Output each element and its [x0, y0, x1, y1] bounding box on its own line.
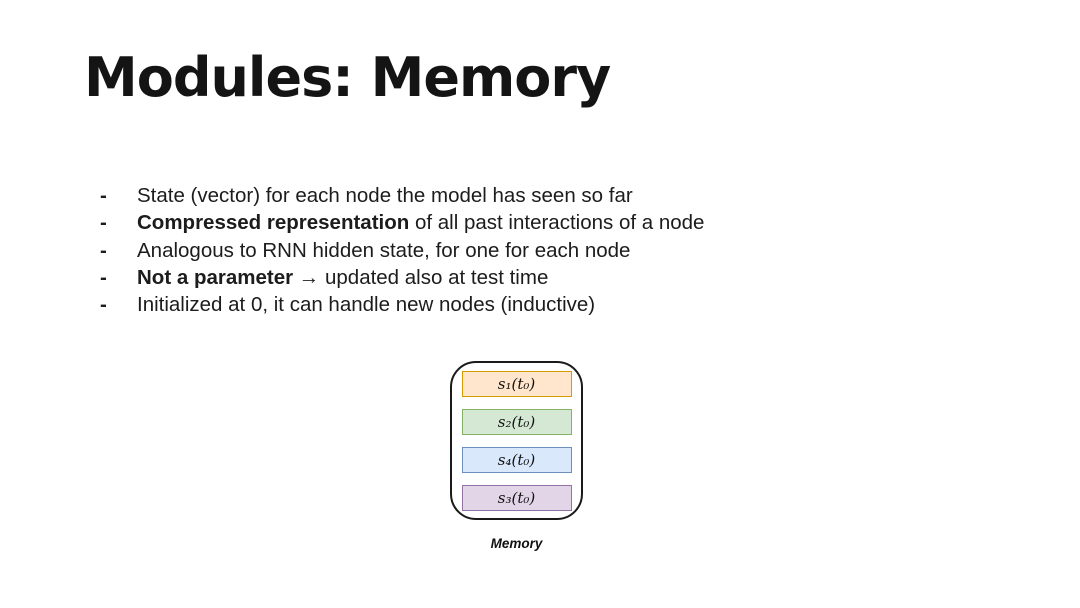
page-title: Modules: Memory — [84, 46, 611, 109]
bullet-dash: - — [100, 211, 107, 235]
bullet-rest-text: → updated also at test time — [293, 265, 549, 289]
bullet-list: - State (vector) for each node the model… — [100, 182, 820, 318]
bullet-rest-text: of all past interactions of a node — [409, 211, 705, 235]
memory-cell-s4: s₄(t₀) — [461, 446, 572, 473]
memory-cell-s2: s₂(t₀) — [461, 408, 572, 435]
bullet-item: - Analogous to RNN hidden state, for one… — [100, 237, 820, 264]
bullet-text: Initialized at 0, it can handle new node… — [137, 291, 820, 318]
bullet-text: State (vector) for each node the model h… — [137, 182, 820, 209]
bullet-text: Analogous to RNN hidden state, for one f… — [137, 237, 820, 264]
bullet-dash: - — [100, 293, 107, 317]
memory-caption: Memory — [490, 536, 543, 551]
memory-cell-s3: s₃(t₀) — [461, 484, 572, 511]
bullet-item: - Compressed representation of all past … — [100, 209, 820, 236]
bullet-dash: - — [100, 238, 107, 262]
bullet-item: - State (vector) for each node the model… — [100, 182, 820, 209]
memory-cell-s1: s₁(t₀) — [461, 370, 572, 397]
bullet-bold-text: Not a parameter — [137, 265, 294, 289]
bullet-item: - Initialized at 0, it can handle new no… — [100, 291, 820, 318]
bullet-dash: - — [100, 184, 107, 207]
bullet-rest-text: Initialized at 0, it can handle new node… — [137, 293, 596, 317]
bullet-text: Compressed representation of all past in… — [137, 209, 820, 236]
bullet-bold-text: Compressed representation — [137, 211, 410, 235]
bullet-rest-text: State (vector) for each node the model h… — [137, 184, 633, 207]
bullet-dash: - — [100, 265, 107, 289]
bullet-rest-text: Analogous to RNN hidden state, for one f… — [137, 238, 631, 262]
memory-diagram: s₁(t₀) s₂(t₀) s₄(t₀) s₃(t₀) — [450, 361, 583, 520]
bullet-text: Not a parameter → updated also at test t… — [137, 264, 820, 291]
bullet-item: - Not a parameter → updated also at test… — [100, 264, 820, 291]
